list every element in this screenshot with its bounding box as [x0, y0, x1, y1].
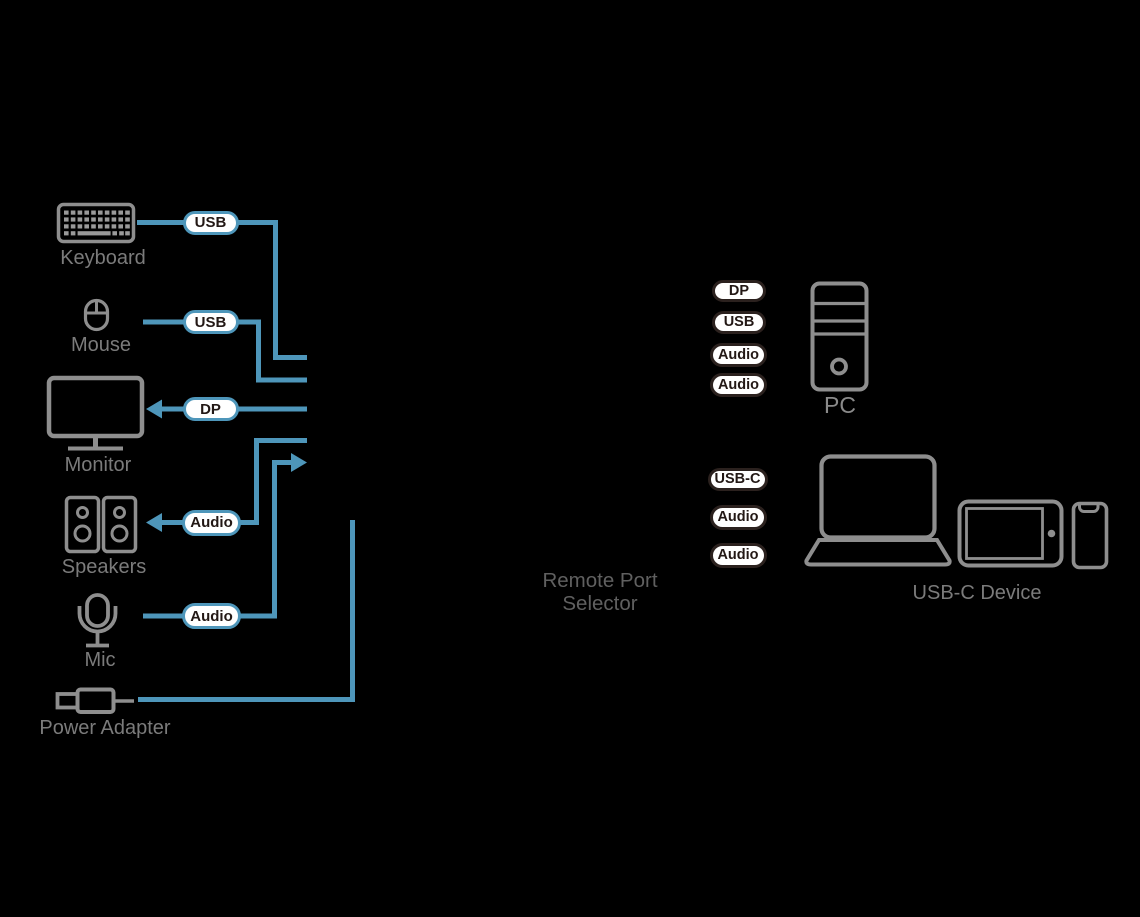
usbc-port-label-audio-2: Audio: [709, 543, 767, 568]
mouse-icon: [83, 298, 110, 332]
speakers-icon: [64, 495, 138, 554]
cable-label-keyboard-usb: USB: [182, 210, 239, 235]
pc-port-label-audio-2: Audio: [710, 373, 767, 397]
keyboard-usb-cable: [137, 220, 307, 360]
usbc-port-label-usbc: USB-C: [707, 467, 768, 491]
phone-icon: [1071, 501, 1109, 570]
pc-port-label-dp: DP: [712, 280, 766, 302]
mic-label: Mic: [84, 649, 116, 671]
cable-label-speakers-audio: Audio: [182, 509, 241, 536]
cable-label-mic-audio: Audio: [182, 603, 241, 629]
cable-label-mouse-usb: USB: [182, 310, 239, 334]
arrow-into-monitor-icon: [146, 399, 162, 419]
usbc-port-label-audio-1: Audio: [709, 505, 767, 530]
usb-c-device-label: USB-C Device: [912, 582, 1042, 604]
cable-arrowheads: [146, 399, 307, 532]
remote-port-selector-line1: Remote Port: [542, 569, 658, 592]
pc-tower-icon: [810, 281, 869, 392]
remote-port-selector-label: Remote Port Selector: [542, 569, 657, 615]
remote-port-selector-line2: Selector: [562, 592, 638, 615]
mic-audio-cable: [143, 460, 293, 619]
cable-label-monitor-dp: DP: [182, 397, 239, 421]
pc-label: PC: [824, 392, 856, 418]
keyboard-label: Keyboard: [60, 247, 146, 269]
laptop-icon: [804, 454, 952, 567]
monitor-label: Monitor: [64, 454, 132, 476]
pc-port-label-audio-1: Audio: [710, 343, 767, 367]
pc-port-label-usb: USB: [712, 310, 766, 334]
keyboard-keys: [64, 210, 130, 236]
mouse-label: Mouse: [70, 334, 132, 356]
power-cable: [138, 520, 355, 702]
mic-icon: [77, 593, 118, 648]
arrow-into-speakers-icon: [146, 513, 162, 532]
cables: [137, 220, 355, 702]
power-adapter-label: Power Adapter: [39, 717, 171, 739]
power-adapter-icon: [55, 687, 134, 714]
monitor-icon: [46, 375, 145, 451]
tablet-icon: [957, 499, 1064, 568]
speakers-label: Speakers: [61, 556, 147, 578]
arrow-into-switch-icon: [291, 453, 307, 472]
keyboard-icon: [56, 202, 136, 244]
